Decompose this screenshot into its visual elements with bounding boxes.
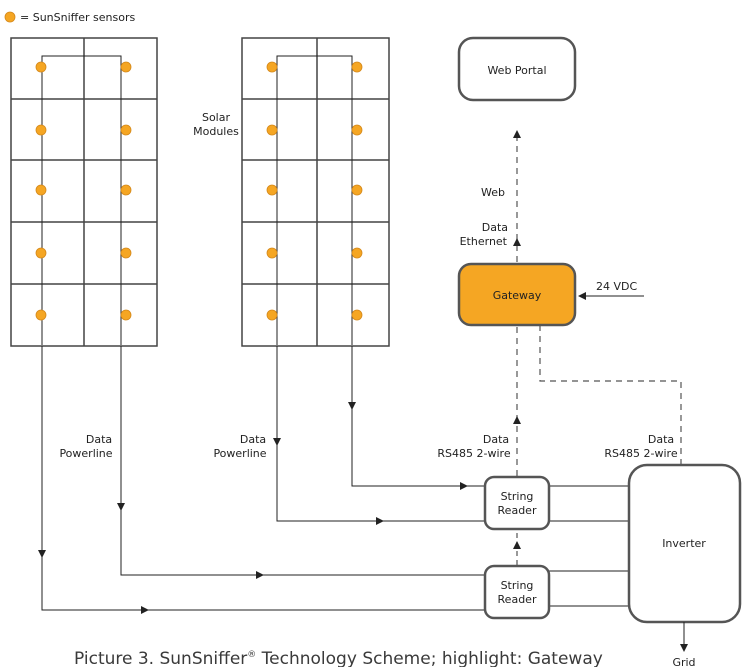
string-reader-bottom-label: String bbox=[501, 579, 534, 592]
arrow-down-icon bbox=[273, 438, 281, 446]
solar-modules-label: Solar bbox=[202, 111, 231, 124]
string-reader-bottom-node[interactable]: String Reader bbox=[483, 564, 551, 620]
figure-caption: Picture 3. SunSniffer® Technology Scheme… bbox=[74, 649, 603, 667]
arrow-up-icon bbox=[513, 416, 521, 424]
grid-label: Grid bbox=[672, 656, 695, 667]
string-reader-bottom-label-line2: Reader bbox=[498, 593, 537, 606]
web-portal-label: Web Portal bbox=[487, 64, 546, 77]
string-reader-top-label-line2: Reader bbox=[498, 504, 537, 517]
sensor-dot bbox=[35, 309, 47, 321]
powerline-wire bbox=[351, 346, 484, 487]
inverter-label: Inverter bbox=[662, 537, 706, 550]
data-rs485-right-label: Data bbox=[648, 433, 674, 446]
sensor-dot bbox=[120, 309, 132, 321]
data-rs485-left-label-line2: RS485 2-wire bbox=[437, 447, 510, 460]
data-ethernet-label-line2: Ethernet bbox=[460, 235, 508, 248]
legend-sensor-dot bbox=[4, 11, 16, 23]
arrow-right-icon bbox=[256, 571, 264, 579]
sensor-dot bbox=[35, 247, 47, 259]
sensor-dot bbox=[351, 309, 363, 321]
gateway-node[interactable]: Gateway bbox=[457, 262, 577, 327]
sensor-dot bbox=[35, 61, 47, 73]
data-rs485-left-label: Data bbox=[483, 433, 509, 446]
arrow-down-icon bbox=[117, 503, 125, 511]
string-reader-top-label: String bbox=[501, 490, 534, 503]
arrow-down-icon bbox=[348, 402, 356, 410]
powerline-left-label-line2: Powerline bbox=[59, 447, 112, 460]
sensor-dot bbox=[120, 124, 132, 136]
arrow-up-icon bbox=[513, 238, 521, 246]
powerline-left-label: Data bbox=[86, 433, 112, 446]
arrow-right-icon bbox=[460, 482, 468, 490]
sensor-dot bbox=[266, 124, 278, 136]
inverter-node[interactable]: Inverter bbox=[627, 463, 742, 624]
powerline-wire bbox=[276, 346, 484, 522]
legend: = SunSniffer sensors bbox=[4, 11, 135, 24]
sensor-dot bbox=[35, 124, 47, 136]
legend-text: = SunSniffer sensors bbox=[20, 11, 135, 24]
arrow-down-icon bbox=[38, 550, 46, 558]
powerline-mid-label-line2: Powerline bbox=[213, 447, 266, 460]
sensor-dot bbox=[351, 124, 363, 136]
sensor-dot bbox=[120, 184, 132, 196]
data-rs485-right-label-line2: RS485 2-wire bbox=[604, 447, 677, 460]
powerline-wire bbox=[120, 346, 484, 576]
sensor-dot bbox=[351, 247, 363, 259]
sensor-dot bbox=[120, 61, 132, 73]
solar-panel-left bbox=[10, 37, 158, 347]
sensor-group-left bbox=[35, 61, 132, 321]
solar-modules-label-line2: Modules bbox=[193, 125, 239, 138]
sensor-dot bbox=[266, 184, 278, 196]
arrow-up-icon bbox=[513, 130, 521, 138]
arrow-right-icon bbox=[376, 517, 384, 525]
vdc-label: 24 VDC bbox=[596, 280, 637, 293]
powerline-wire bbox=[41, 346, 484, 611]
sensor-dot bbox=[266, 247, 278, 259]
sensor-dot bbox=[35, 184, 47, 196]
sensor-dot bbox=[351, 184, 363, 196]
arrow-up-icon bbox=[513, 541, 521, 549]
string-reader-top-node[interactable]: String Reader bbox=[483, 475, 551, 531]
sensor-dot bbox=[266, 309, 278, 321]
sensor-group-right bbox=[266, 61, 363, 321]
web-label: Web bbox=[481, 186, 505, 199]
arrow-down-icon bbox=[680, 644, 688, 652]
arrow-right-icon bbox=[141, 606, 149, 614]
web-portal-node[interactable]: Web Portal bbox=[457, 36, 577, 102]
sensor-dot bbox=[266, 61, 278, 73]
gateway-label: Gateway bbox=[493, 289, 542, 302]
sensor-dot bbox=[120, 247, 132, 259]
powerline-mid-label: Data bbox=[240, 433, 266, 446]
sensor-dot bbox=[351, 61, 363, 73]
data-ethernet-label: Data bbox=[482, 221, 508, 234]
solar-panel-right bbox=[241, 37, 390, 347]
arrow-left-icon bbox=[578, 292, 586, 300]
inverter-gateway-link bbox=[539, 326, 682, 465]
